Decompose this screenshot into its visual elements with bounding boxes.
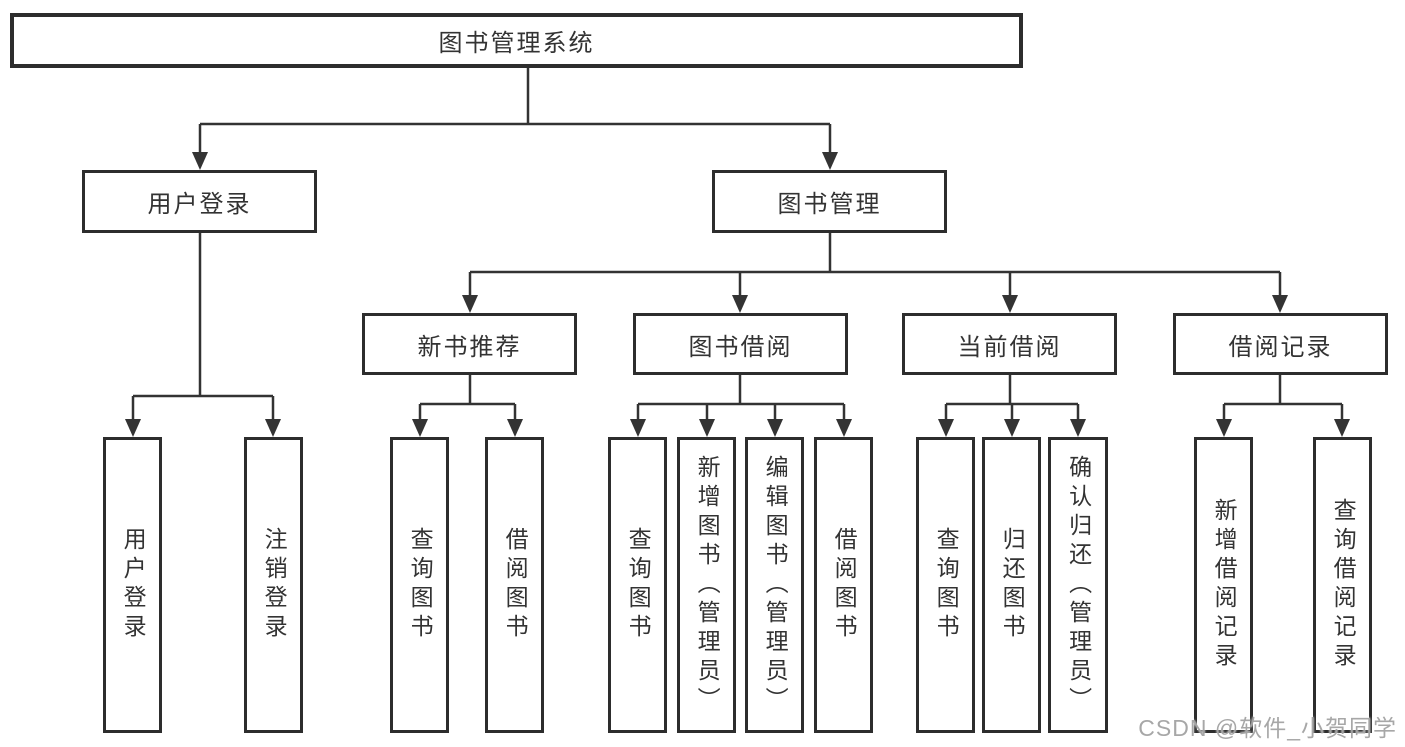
node-new-book-recommend: 新书推荐 [362, 313, 577, 375]
node-new-book-recommend-label: 新书推荐 [417, 333, 522, 361]
node-user-login-label: 用户登录 [147, 191, 252, 218]
leaf-edit-book-admin: 编辑图书（管理员） [745, 437, 804, 733]
node-current-borrow: 当前借阅 [902, 313, 1117, 375]
leaf-user-login: 用户登录 [103, 437, 162, 733]
node-root-label: 图书管理系统 [438, 30, 595, 57]
leaf-borrow-book: 借阅图书 [814, 437, 873, 733]
leaf-current-query-book: 查询图书 [916, 437, 975, 733]
node-book-borrow: 图书借阅 [633, 313, 848, 375]
node-borrow-records-label: 借阅记录 [1228, 333, 1333, 361]
node-book-management: 图书管理 [712, 170, 947, 233]
leaf-recommend-query-book: 查询图书 [390, 437, 449, 733]
leaf-add-book-admin: 新增图书（管理员） [677, 437, 736, 733]
node-user-login: 用户登录 [82, 170, 317, 233]
csdn-watermark: CSDN @软件_小贺同学 [1138, 715, 1397, 741]
leaf-query-borrow-record: 查询借阅记录 [1313, 437, 1372, 733]
leaf-logout: 注销登录 [244, 437, 303, 733]
node-book-management-label: 图书管理 [777, 191, 882, 218]
node-borrow-records: 借阅记录 [1173, 313, 1388, 375]
leaf-add-borrow-record: 新增借阅记录 [1194, 437, 1253, 733]
node-book-borrow-label: 图书借阅 [688, 333, 793, 361]
leaf-confirm-return-admin: 确认归还（管理员） [1048, 437, 1108, 733]
leaf-borrow-query-book: 查询图书 [608, 437, 667, 733]
leaf-recommend-borrow-book: 借阅图书 [485, 437, 544, 733]
node-root: 图书管理系统 [10, 13, 1023, 68]
leaf-return-book: 归还图书 [982, 437, 1041, 733]
node-current-borrow-label: 当前借阅 [957, 333, 1062, 361]
